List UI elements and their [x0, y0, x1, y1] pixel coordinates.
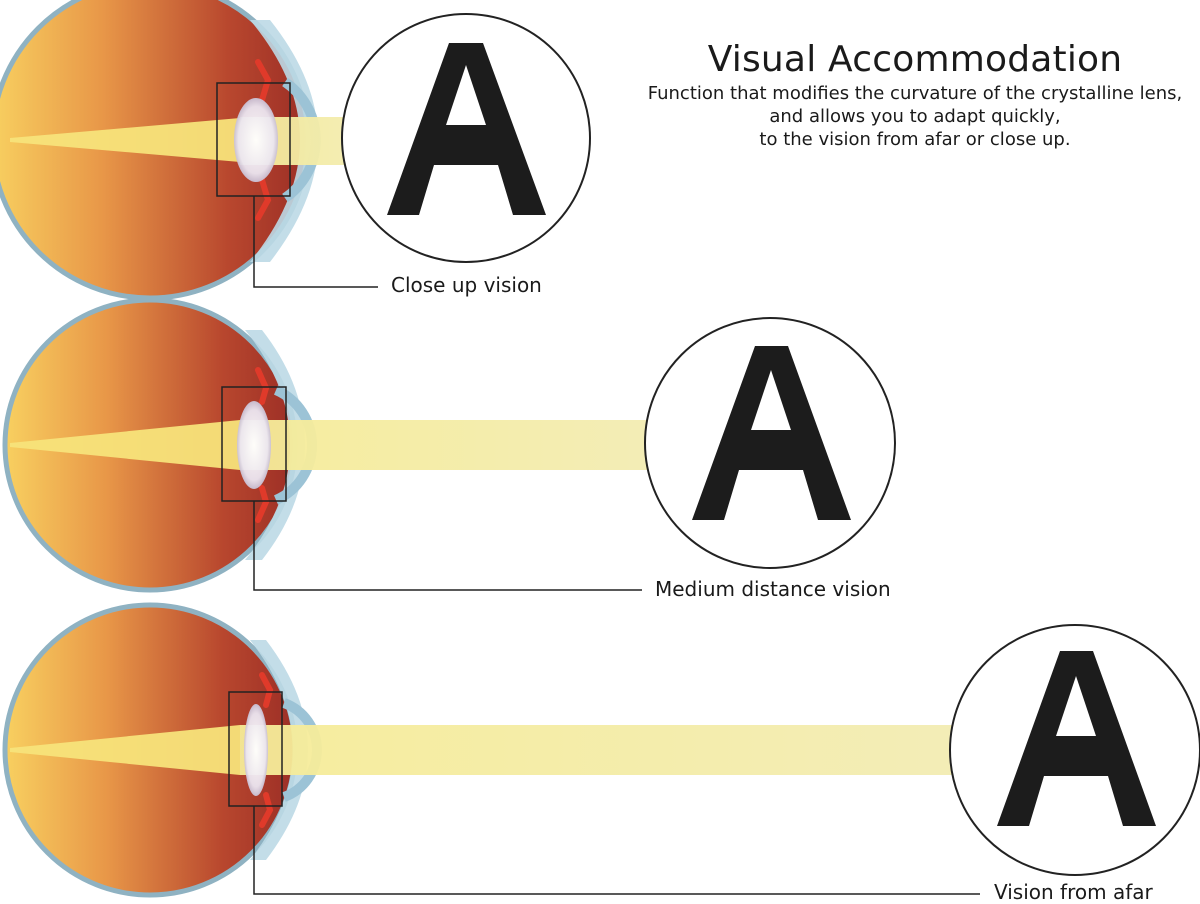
letter-a: [387, 43, 546, 215]
letter-a: [692, 346, 851, 520]
focus-ray: [10, 725, 240, 775]
light-beam: [240, 420, 680, 470]
panel-afar: [2, 602, 1200, 898]
letter-a: [997, 651, 1156, 826]
leader-line: [253, 196, 378, 288]
label-close-up-vision: Close up vision: [391, 273, 542, 297]
header: Visual Accommodation Function that modif…: [600, 38, 1200, 151]
description-line: Function that modifies the curvature of …: [647, 83, 1183, 104]
light-beam: [240, 725, 985, 775]
focus-ray: [10, 118, 240, 162]
crystalline-lens: [234, 98, 278, 182]
page-title: Visual Accommodation: [707, 39, 1123, 80]
description-line: to the vision from afar or close up.: [759, 129, 1071, 150]
panel-medium-distance: [2, 297, 896, 593]
panel-close-up: [0, 0, 591, 301]
leader-line: [253, 806, 980, 895]
label-medium-distance-vision: Medium distance vision: [655, 577, 891, 601]
crystalline-lens: [244, 704, 268, 796]
lens-highlight-box: [228, 691, 283, 807]
focus-ray: [10, 420, 240, 470]
crystalline-lens: [237, 401, 271, 489]
description-line: and allows you to adapt quickly,: [769, 106, 1061, 127]
label-vision-from-afar: Vision from afar: [994, 880, 1153, 904]
leader-line: [253, 501, 642, 591]
